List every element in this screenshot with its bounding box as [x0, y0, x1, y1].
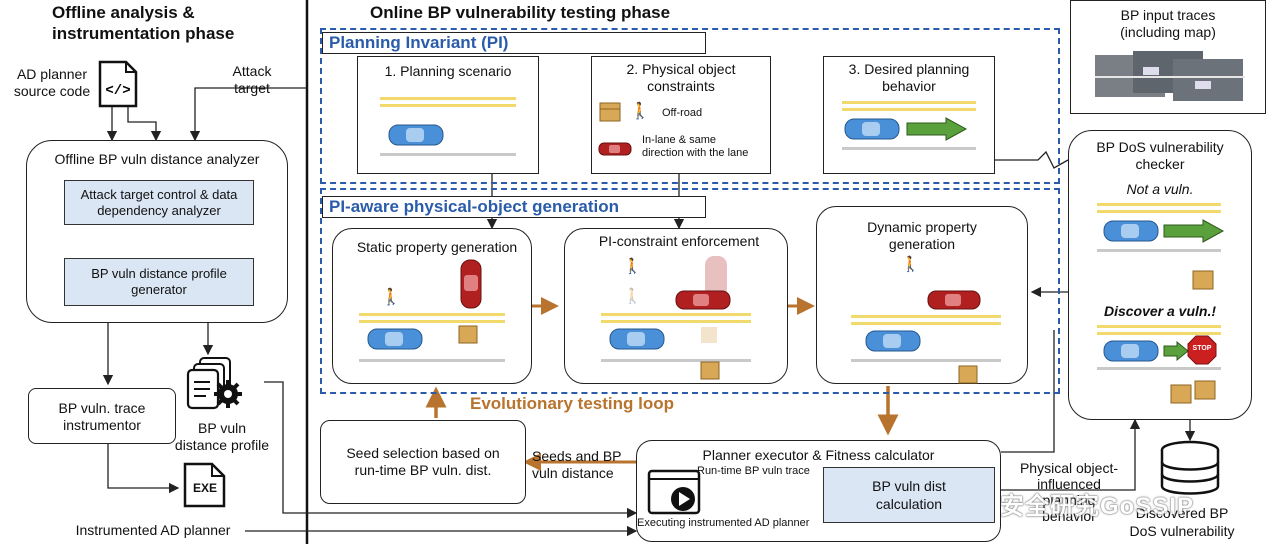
discover-vuln-label: Discover a vuln.! — [1103, 303, 1217, 319]
pedestrian-icon: 🚶 — [623, 258, 642, 275]
stop-sign-icon: STOP — [1187, 335, 1217, 365]
attack-target-label: Attack target — [232, 63, 272, 96]
seeds-label: Seeds and BP vuln distance — [532, 448, 622, 481]
code-file-icon: </> — [98, 60, 138, 108]
pedestrian-ghost-icon: 🚶 — [623, 288, 642, 305]
trace-images — [1095, 47, 1245, 105]
online-phase-title: Online BP vulnerability testing phase — [370, 3, 671, 22]
planner-executor-label: Planner executor & Fitness calculator — [702, 447, 935, 463]
watermark: 安全研究GoSSIP — [1000, 493, 1195, 520]
static-property-box: Static property generation 🚶 — [332, 228, 532, 384]
exe-file-icon: EXE — [182, 462, 228, 508]
dist-calculation-box: BP vuln dist calculation — [823, 467, 995, 523]
document-gear-icon — [186, 356, 246, 412]
desired-behavior-box: 3. Desired planning behavior — [823, 56, 995, 174]
trace-instrumentor-box: BP vuln. trace instrumentor — [28, 388, 176, 444]
seed-selection-box: Seed selection based on run-time BP vuln… — [320, 420, 526, 504]
not-vuln-label: Not a vuln. — [1126, 181, 1194, 197]
evolutionary-loop-label: Evolutionary testing loop — [470, 394, 675, 413]
dynamic-property-label: Dynamic property generation — [867, 219, 977, 252]
analyzer-title: Offline BP vuln distance analyzer — [54, 151, 260, 167]
generation-header: PI-aware physical-object generation — [322, 196, 706, 218]
in-lane-label: In-lane & same direction with the lane — [642, 134, 749, 159]
executing-label: Executing instrumented AD planner — [637, 517, 810, 529]
object-constraints-label: 2. Physical object constraints — [626, 61, 736, 94]
offline-phase-title: Offline analysis & instrumentation phase — [52, 3, 235, 43]
desired-behavior-label: 3. Desired planning behavior — [848, 61, 970, 94]
off-road-label: Off-road — [662, 107, 703, 119]
pedestrian-icon: 🚶 — [381, 289, 401, 306]
dynamic-property-box: Dynamic property generation 🚶 — [816, 206, 1028, 384]
pi-enforcement-label: PI-constraint enforcement — [598, 233, 760, 249]
trace-instrumentor-label: BP vuln. trace instrumentor — [58, 400, 146, 433]
instrumented-planner-label: Instrumented AD planner — [75, 522, 231, 538]
input-traces-label: BP input traces (including map) — [1120, 7, 1216, 40]
planning-scenario-box: 1. Planning scenario — [357, 56, 539, 174]
planning-scenario-label: 1. Planning scenario — [384, 63, 512, 79]
pi-enforcement-box: PI-constraint enforcement 🚶 🚶 — [564, 228, 788, 384]
exe-label: EXE — [192, 481, 217, 495]
dos-checker-box: BP DoS vulnerability checker Not a vuln.… — [1068, 130, 1252, 420]
runtime-trace-label: Run-time BP vuln trace — [697, 465, 810, 477]
influenced-behavior-label: Physical object- influenced planning beh… — [1019, 460, 1119, 524]
distance-profile-label: BP vuln distance profile — [174, 420, 270, 453]
pi-header: Planning Invariant (PI) — [322, 32, 706, 54]
pi-region — [320, 28, 1060, 184]
profile-generator: BP vuln distance profile generator — [64, 258, 254, 306]
object-constraints-box: 2. Physical object constraints 🚶 Off-roa… — [591, 56, 771, 174]
pedestrian-icon: 🚶 — [901, 256, 920, 273]
svg-text:</>: </> — [105, 83, 130, 99]
bp-input-traces-box: BP input traces (including map) — [1070, 0, 1266, 114]
attack-control-analyzer: Attack target control & data dependency … — [64, 180, 254, 225]
source-code-label: AD planner source code — [13, 66, 91, 99]
generation-region — [320, 188, 1060, 394]
pedestrian-icon: 🚶 — [630, 103, 650, 120]
stop-sign-label: STOP — [1192, 345, 1212, 352]
discovered-vuln-label: Discovered BP DoS vulnerability — [1129, 505, 1235, 539]
planner-executor-box: Planner executor & Fitness calculator Ru… — [636, 440, 1001, 542]
checker-label: BP DoS vulnerability checker — [1096, 139, 1224, 172]
seed-selection-label: Seed selection based on run-time BP vuln… — [346, 445, 500, 478]
static-property-label: Static property generation — [356, 239, 518, 255]
